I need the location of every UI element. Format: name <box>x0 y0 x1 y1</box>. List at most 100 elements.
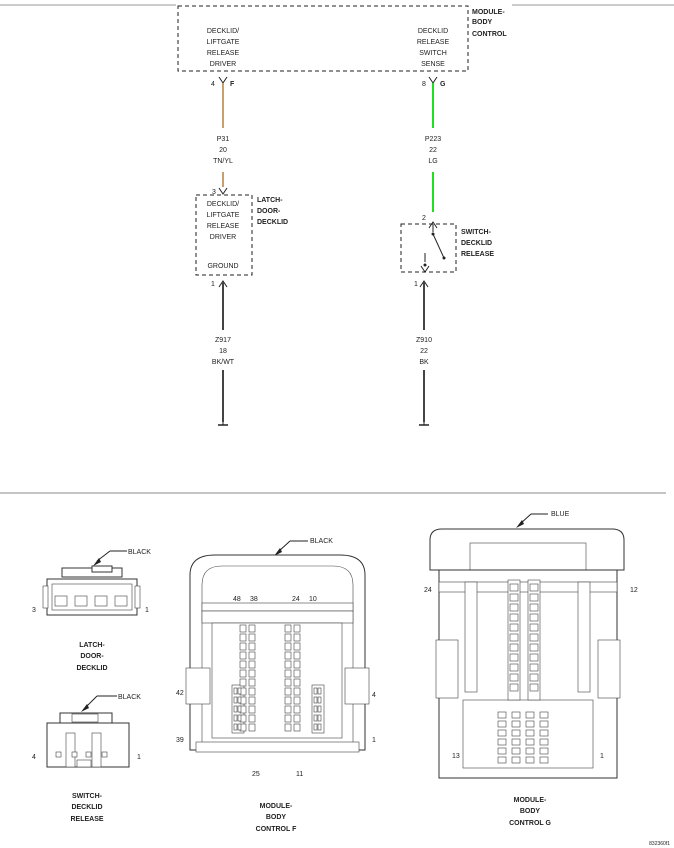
pin-cavity <box>497 711 507 719</box>
pin-cavity <box>248 660 256 669</box>
switch-connector-callout: BLACK <box>118 694 141 701</box>
svg-text:BODY: BODY <box>520 808 541 815</box>
pin-cavity <box>529 673 539 682</box>
bcm-pin-4: 4 <box>211 81 215 88</box>
pin-cavity <box>293 687 301 696</box>
bcm-f-pin-4: 4 <box>372 692 376 699</box>
pin-cavity <box>237 723 242 731</box>
pin-cavity <box>313 714 318 722</box>
bcm-g-pin-13: 13 <box>452 753 460 760</box>
svg-text:SWITCH: SWITCH <box>419 50 447 57</box>
bcm-f-pin-25: 25 <box>252 771 260 778</box>
pin-cavity <box>525 711 535 719</box>
pin-cavity <box>509 633 519 642</box>
bcm-f-pin-38: 38 <box>250 596 258 603</box>
switch-view-pin-1: 1 <box>137 754 141 761</box>
bcm-f-pin-10: 10 <box>309 596 317 603</box>
pin-cavity <box>509 603 519 612</box>
bcm-title: MODULE- BODY CONTROL <box>472 9 507 38</box>
pin-cavity <box>525 747 535 755</box>
bcm-left-terminal-icon <box>218 76 228 84</box>
svg-text:CONTROL: CONTROL <box>472 31 507 38</box>
pin-cavity <box>284 669 292 678</box>
pin-cavity <box>284 651 292 660</box>
pin-cavity <box>293 723 301 732</box>
ground-icon <box>419 422 429 426</box>
svg-text:LATCH-: LATCH- <box>257 197 283 204</box>
svg-text:DECKLID: DECKLID <box>71 804 102 811</box>
svg-text:RELEASE: RELEASE <box>207 50 240 57</box>
bcm-g-pin-grid <box>497 583 549 764</box>
pin-cavity <box>539 756 549 764</box>
pin-cavity <box>237 714 242 722</box>
svg-text:DECKLID: DECKLID <box>76 665 107 672</box>
pin-cavity <box>525 729 535 737</box>
pin-cavity <box>248 714 256 723</box>
pin-cavity <box>509 673 519 682</box>
pin-cavity <box>239 669 247 678</box>
svg-text:BK/WT: BK/WT <box>212 359 235 366</box>
bcm-connector-f: F <box>230 81 235 88</box>
pin-cavity <box>248 687 256 696</box>
pin-cavity <box>529 593 539 602</box>
svg-text:LIFTGATE: LIFTGATE <box>207 212 240 219</box>
pin-cavity <box>293 651 301 660</box>
bcm-module-box <box>177 5 469 72</box>
pin-cavity <box>237 705 242 713</box>
latch-view-pin-1: 1 <box>145 607 149 614</box>
pin-cavity <box>248 651 256 660</box>
pin-cavity <box>317 696 322 704</box>
switch-connector-name: SWITCH- DECKLID RELEASE <box>70 793 103 823</box>
svg-text:BODY: BODY <box>472 19 493 26</box>
latch-bottom-terminal-icon <box>218 280 228 288</box>
bcm-f-pin-11: 11 <box>296 771 303 778</box>
svg-text:MODULE-: MODULE- <box>260 803 293 810</box>
pin-cavity <box>529 633 539 642</box>
pin-cavity <box>237 687 242 695</box>
pin-cavity <box>525 756 535 764</box>
pin-cavity <box>239 633 247 642</box>
svg-text:RELEASE: RELEASE <box>417 39 450 46</box>
pin-cavity <box>248 669 256 678</box>
bcm-f-connector-callout: BLACK <box>310 538 333 545</box>
pin-cavity <box>239 651 247 660</box>
pin-cavity <box>509 583 519 592</box>
pin-cavity <box>237 696 242 704</box>
pin-cavity <box>293 705 301 714</box>
bcm-f-pin-24: 24 <box>292 596 300 603</box>
pin-cavity <box>509 593 519 602</box>
pin-cavity <box>509 643 519 652</box>
switch-bottom-terminal-icon <box>419 280 429 288</box>
pin-cavity <box>233 687 238 695</box>
pin-cavity <box>539 720 549 728</box>
pin-cavity <box>539 711 549 719</box>
pin-cavity <box>525 738 535 746</box>
switch-view-pin-4: 4 <box>32 754 36 761</box>
pin-cavity <box>313 687 318 695</box>
pin-cavity <box>529 583 539 592</box>
pin-cavity <box>233 723 238 731</box>
switch-title: SWITCH- DECKLID RELEASE <box>461 229 494 258</box>
pin-cavity <box>511 756 521 764</box>
pin-cavity <box>284 714 292 723</box>
svg-text:DECKLID: DECKLID <box>461 240 492 247</box>
pin-cavity <box>293 669 301 678</box>
pin-cavity <box>248 633 256 642</box>
pin-cavity <box>313 723 318 731</box>
pin-cavity <box>293 642 301 651</box>
pin-cavity <box>525 720 535 728</box>
pin-cavity <box>539 747 549 755</box>
pin-cavity <box>511 711 521 719</box>
pin-cavity <box>233 705 238 713</box>
ground-icon <box>218 422 228 426</box>
bcm-g-pin-1: 1 <box>600 753 604 760</box>
pin-cavity <box>529 653 539 662</box>
svg-text:DECKLID/: DECKLID/ <box>207 28 239 35</box>
pin-cavity <box>497 729 507 737</box>
svg-text:DRIVER: DRIVER <box>210 61 236 68</box>
svg-text:P31: P31 <box>217 136 230 143</box>
svg-text:Z910: Z910 <box>416 337 432 344</box>
bcm-f-pin-39: 39 <box>176 737 184 744</box>
pin-cavity <box>529 643 539 652</box>
svg-text:CONTROL F: CONTROL F <box>256 826 297 833</box>
